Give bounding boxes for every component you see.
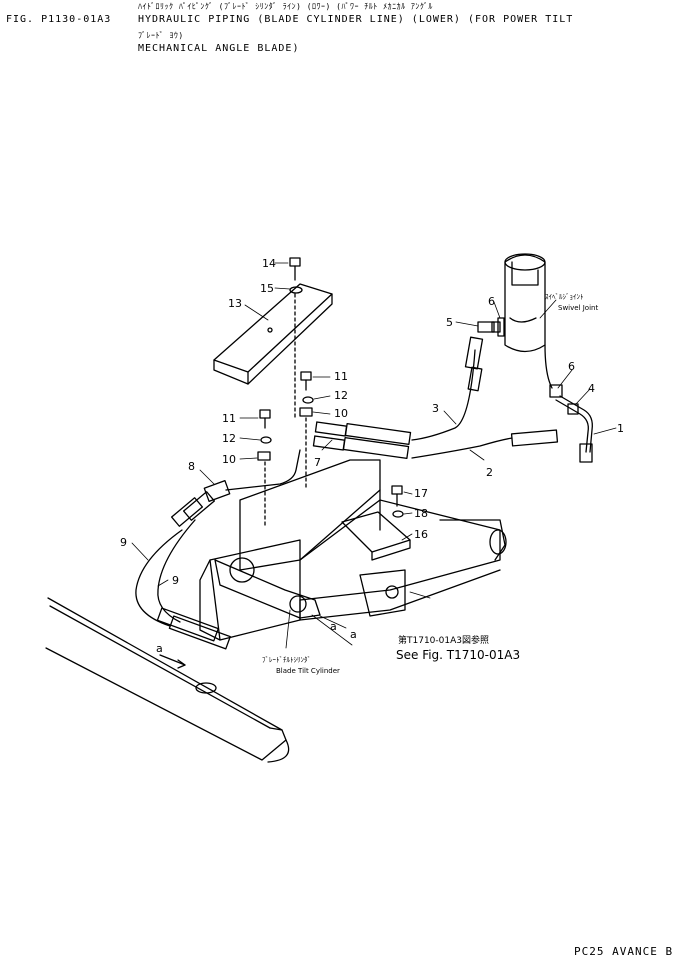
callout-11-left: 11 (222, 412, 236, 425)
pipe-1 (555, 395, 593, 463)
cover-bracket (213, 283, 333, 385)
blade (45, 597, 290, 763)
plate-16 (341, 511, 411, 561)
callout-2: 2 (486, 466, 493, 479)
callout-6-lower: 6 (568, 360, 575, 373)
see-figure-jp: 第T1710-01A3図参照 (398, 634, 489, 646)
callout-1: 1 (617, 422, 624, 435)
mark-a-middle: a (330, 620, 337, 633)
callout-13: 13 (228, 297, 242, 310)
callout-10-right: 10 (334, 407, 348, 420)
hose-7 (312, 421, 412, 460)
mark-a-right: a (350, 628, 357, 641)
japanese-title: ﾊｲﾄﾞﾛﾘｯｸ ﾊﾟｲﾋﾟﾝｸﾞ (ﾌﾞﾚｰﾄﾞ ｼﾘﾝﾀﾞ ﾗｲﾝ) (ﾛﾜ… (138, 2, 433, 11)
callout-8: 8 (188, 460, 195, 473)
fitting-4 (544, 344, 563, 398)
bolt-14 (289, 257, 303, 421)
callout-12-left: 12 (222, 432, 236, 445)
footer-model: PC25 AVANCE B (574, 945, 674, 958)
callout-5: 5 (446, 316, 453, 329)
japanese-title-line2: ﾌﾞﾚｰﾄﾞ ﾖｳ) (138, 31, 184, 40)
callout-11-right: 11 (334, 370, 348, 383)
bolt-11-right (299, 371, 314, 491)
fitting-5 (477, 321, 501, 333)
cylinder-en: Blade Tilt Cylinder (276, 667, 340, 675)
callout-15: 15 (260, 282, 274, 295)
leader-lines (131, 262, 617, 649)
blade-tilt-cylinder (214, 557, 321, 619)
hose-2 (411, 429, 559, 459)
figure-title-line2: MECHANICAL ANGLE BLADE) (138, 43, 300, 54)
pipe-8 (203, 449, 301, 502)
callout-9-lower: 9 (172, 574, 179, 587)
bolt-11-left (257, 409, 272, 526)
callout-4: 4 (588, 382, 595, 395)
mark-a-left: a (156, 642, 163, 655)
cylinder-jp: ﾌﾞﾚｰﾄﾞﾁﾙﾄｼﾘﾝﾀﾞ (262, 656, 311, 664)
callout-16: 16 (414, 528, 428, 541)
swivel-joint-jp: ｽｲﾍﾞﾙｼﾞｮｲﾝﾄ (545, 293, 584, 301)
callout-6-upper: 6 (488, 295, 495, 308)
hose-3 (411, 336, 484, 441)
see-figure-en: See Fig. T1710-01A3 (396, 648, 520, 662)
main-frame (199, 459, 507, 641)
callout-10-left: 10 (222, 453, 236, 466)
callout-18: 18 (414, 507, 428, 520)
callout-12-right: 12 (334, 389, 348, 402)
callout-14: 14 (262, 257, 276, 270)
figure-number: FIG. P1130-01A3 (6, 14, 112, 25)
bolt-17 (391, 485, 404, 518)
callout-7: 7 (314, 456, 321, 469)
callout-9-upper: 9 (120, 536, 127, 549)
swivel-joint (504, 253, 546, 353)
figure-title-line1: HYDRAULIC PIPING (BLADE CYLINDER LINE) (… (138, 14, 574, 25)
fitting-6-upper (497, 317, 505, 337)
callout-3: 3 (432, 402, 439, 415)
swivel-joint-en: Swivel Joint (558, 304, 598, 312)
hose-9 (135, 491, 231, 650)
callout-17: 17 (414, 487, 428, 500)
view-arrow-a (159, 654, 186, 669)
